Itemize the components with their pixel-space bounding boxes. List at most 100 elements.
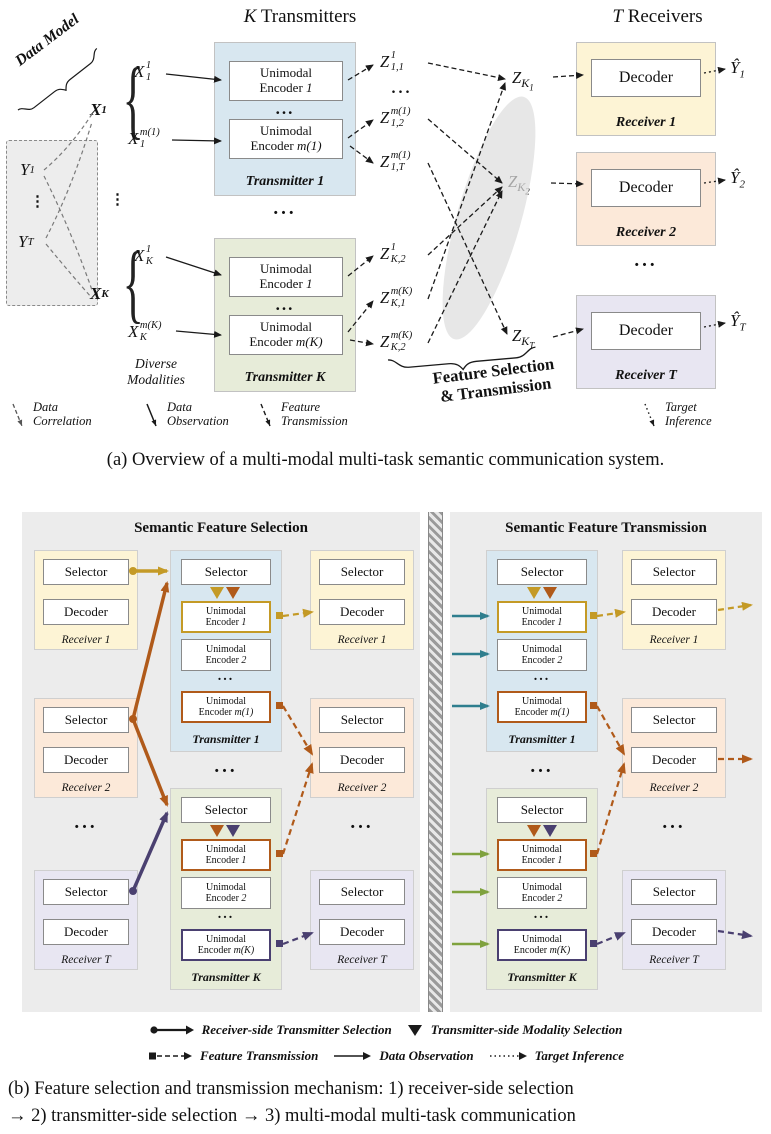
receivers-dots: ... bbox=[634, 250, 658, 271]
data-correlation-icon bbox=[12, 403, 23, 427]
header-k-text: Transmitters bbox=[256, 6, 357, 27]
legend-receiver-side-selection: Receiver-side Transmitter Selection bbox=[149, 1022, 392, 1038]
selector-box: Selector bbox=[631, 559, 717, 585]
encoder-dots: ... bbox=[533, 907, 551, 922]
transmitter-k-label: Transmitter K bbox=[507, 970, 577, 984]
decoder-box: Decoder bbox=[591, 312, 701, 350]
output-yT-label: ŶT bbox=[730, 311, 746, 334]
selector-box: Selector bbox=[631, 707, 717, 733]
receiver-2-label: Receiver 2 bbox=[61, 782, 111, 794]
encoder-dots: ... bbox=[217, 907, 235, 922]
selector-box: Selector bbox=[631, 879, 717, 905]
zk-2-label: ZK2 bbox=[508, 172, 530, 197]
decoder-box: Decoder bbox=[319, 919, 405, 945]
legend-b-row-1: Receiver-side Transmitter Selection Tran… bbox=[10, 1022, 761, 1038]
receiver-t-card: Selector Decoder Receiver T bbox=[310, 870, 414, 970]
transmitter-k-label: Transmitter K bbox=[191, 970, 261, 984]
legend-data-observation: Data Observation bbox=[332, 1048, 474, 1064]
transmission-panel-title: Semantic Feature Transmission bbox=[505, 520, 707, 536]
caption-a: (a) Overview of a multi-modal multi-task… bbox=[106, 450, 665, 470]
encoder-dots: ... bbox=[533, 669, 551, 684]
column-dots: ... bbox=[662, 812, 686, 833]
transmitter-1-label: Transmitter 1 bbox=[192, 732, 260, 746]
y-vdots: ⋮ bbox=[30, 194, 45, 210]
encoder-dots: ... bbox=[275, 99, 295, 118]
feature-selection-transmission-label: Feature Selection& Transmission bbox=[431, 353, 556, 406]
column-dots: ... bbox=[74, 812, 98, 833]
receiver-1-label: Receiver 1 bbox=[337, 634, 387, 646]
decoder-box: Decoder bbox=[591, 59, 701, 97]
receiver-2-card: Selector Decoder Receiver 2 bbox=[310, 698, 414, 798]
selector-box: Selector bbox=[43, 707, 129, 733]
decoder-box: Decoder bbox=[319, 747, 405, 773]
receiver-side-selection-icon bbox=[150, 1025, 194, 1035]
selector-box: Selector bbox=[497, 559, 587, 585]
receiver-2-label: Receiver 2 bbox=[649, 782, 699, 794]
legend-feature-transmission: Feature Transmission bbox=[147, 1048, 318, 1064]
receiver-2-card: Decoder Receiver 2 bbox=[576, 152, 716, 246]
selection-panel-title: Semantic Feature Selection bbox=[134, 520, 308, 536]
header-k-transmitters: K Transmitters bbox=[180, 6, 420, 28]
decoder-box: Decoder bbox=[631, 747, 717, 773]
decoder-box: Decoder bbox=[631, 599, 717, 625]
receiver-t-label: Receiver T bbox=[337, 954, 387, 966]
zk-T-label: ZKT bbox=[512, 326, 535, 351]
receiver-t-card: Selector Decoder Receiver T bbox=[622, 870, 726, 970]
selector-box: Selector bbox=[497, 797, 587, 823]
header-t-text: Receivers bbox=[622, 6, 703, 27]
receiver-2-card: Selector Decoder Receiver 2 bbox=[622, 698, 726, 798]
receiver-t-card: Selector Decoder Receiver T bbox=[34, 870, 138, 970]
target-inference-icon bbox=[489, 1052, 527, 1060]
selector-box: Selector bbox=[181, 559, 271, 585]
feature-transmission-icon bbox=[260, 403, 271, 427]
selector-box: Selector bbox=[43, 559, 129, 585]
receiver-1-label: Receiver 1 bbox=[649, 634, 699, 646]
output-y2-label: Ŷ2 bbox=[730, 168, 745, 191]
data-observation-icon bbox=[334, 1052, 372, 1060]
decoder-box: Decoder bbox=[43, 599, 129, 625]
selector-box: Selector bbox=[319, 879, 405, 905]
receiver-t-label: Receiver T bbox=[615, 368, 677, 383]
decoder-box: Decoder bbox=[631, 919, 717, 945]
receiver-1-card: Selector Decoder Receiver 1 bbox=[310, 550, 414, 650]
receiver-2-label: Receiver 2 bbox=[615, 225, 677, 240]
selector-box: Selector bbox=[43, 879, 129, 905]
